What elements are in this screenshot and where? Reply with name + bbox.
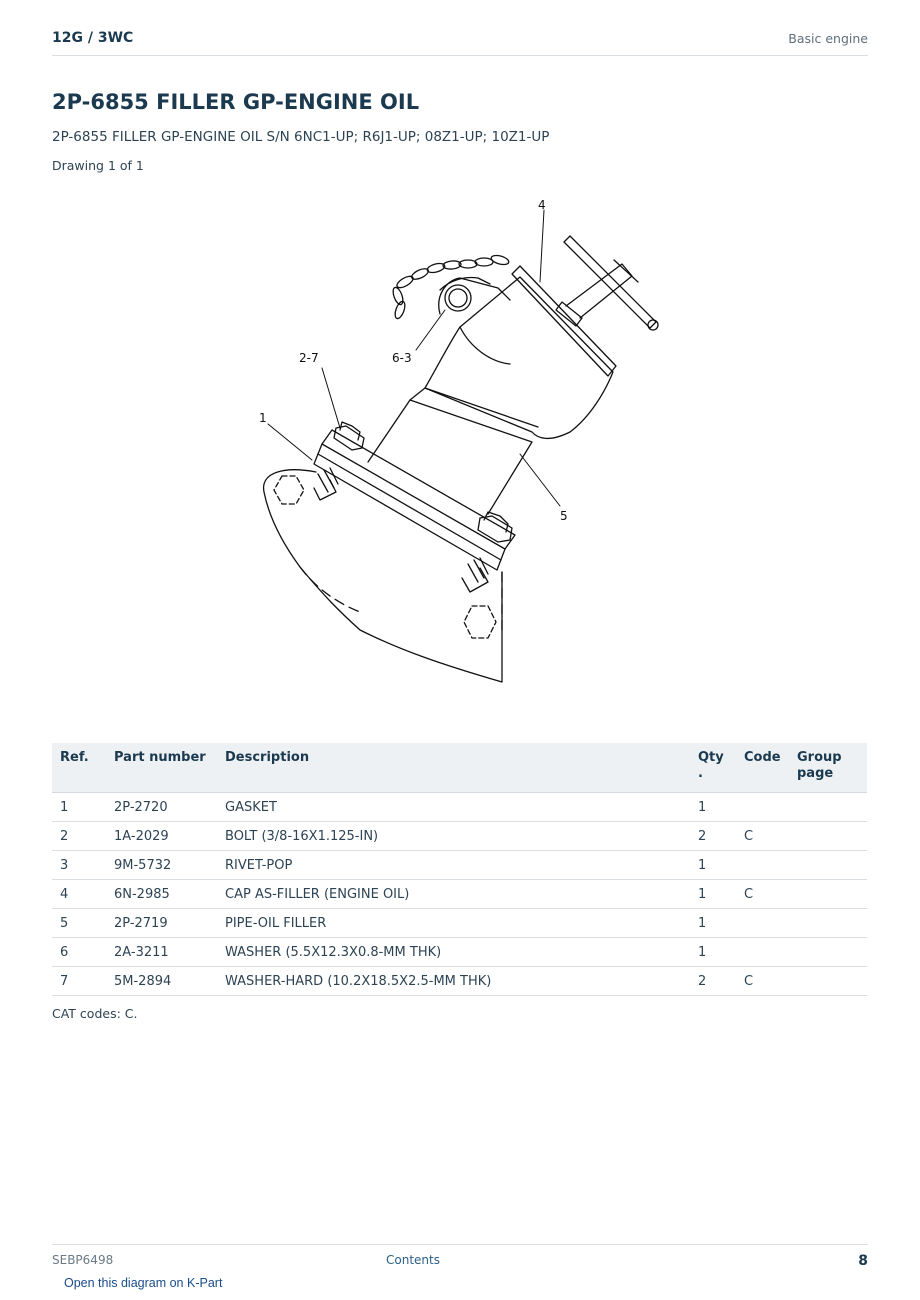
engine-block-outline [263, 469, 503, 683]
col-header-code: Code [736, 743, 789, 793]
cell-code: C [736, 821, 789, 851]
col-header-description: Description [217, 743, 690, 793]
callout-label-5: 5 [560, 509, 568, 523]
filler-pipe [367, 399, 533, 515]
col-header-part-number: Part number [106, 743, 217, 793]
bolt-left [313, 421, 365, 501]
cell-code: C [736, 966, 789, 996]
table-row: 6 2A-3211 WASHER (5.5X12.3X0.8-MM THK) 1 [52, 937, 867, 967]
cap-body-edge [459, 326, 511, 365]
callout-label-4: 4 [538, 198, 546, 212]
gasket-line [317, 453, 502, 561]
cell-ref: 7 [52, 966, 106, 996]
col-header-group-page: Group page [789, 743, 867, 793]
engine-block-dash [299, 566, 361, 613]
leader-lines [267, 209, 561, 507]
hex-boss [273, 475, 305, 505]
cell-code [736, 850, 789, 880]
cell-group-page [789, 879, 867, 909]
cat-codes-note: CAT codes: C. [52, 1006, 138, 1021]
cell-ref: 3 [52, 850, 106, 880]
cell-qty: 1 [690, 879, 736, 909]
page-subtitle: 2P-6855 FILLER GP-ENGINE OIL S/N 6NC1-UP… [52, 129, 550, 145]
cell-group-page [789, 821, 867, 851]
cell-description: WASHER-HARD (10.2X18.5X2.5-MM THK) [217, 966, 690, 996]
callout-label-1: 1 [259, 411, 267, 425]
table-row: 5 2P-2719 PIPE-OIL FILLER 1 [52, 908, 867, 938]
page-number: 8 [858, 1253, 868, 1269]
filler-diagram: 4 2-7 6-3 1 5 [259, 198, 659, 683]
cell-part-number: 2A-3211 [106, 937, 217, 967]
cell-group-page [789, 908, 867, 938]
cell-description: CAP AS-FILLER (ENGINE OIL) [217, 879, 690, 909]
cell-ref: 2 [52, 821, 106, 851]
cell-part-number: 1A-2029 [106, 821, 217, 851]
parts-table: Ref. Part number Description Qty . Code … [52, 743, 867, 996]
cell-part-number: 6N-2985 [106, 879, 217, 909]
section-label: Basic engine [788, 31, 868, 46]
model-label: 12G / 3WC [52, 30, 134, 46]
cell-code [736, 908, 789, 938]
cell-qty: 1 [690, 937, 736, 967]
cell-part-number: 5M-2894 [106, 966, 217, 996]
flange [321, 429, 516, 550]
cell-ref: 1 [52, 792, 106, 822]
cell-qty: 1 [690, 792, 736, 822]
cell-description: BOLT (3/8-16X1.125-IN) [217, 821, 690, 851]
cell-group-page [789, 850, 867, 880]
cell-description: GASKET [217, 792, 690, 822]
col-header-qty: Qty . [690, 743, 736, 793]
bolt-right [461, 511, 513, 593]
cell-code [736, 937, 789, 967]
document-number: SEBP6498 [52, 1253, 114, 1267]
cap-body [424, 276, 614, 440]
table-header-row: Ref. Part number Description Qty . Code … [52, 743, 867, 793]
cell-code: C [736, 879, 789, 909]
cap-rim [511, 265, 617, 377]
hex-boss [463, 605, 497, 639]
contents-link[interactable]: Contents [386, 1253, 440, 1267]
cell-part-number: 2P-2720 [106, 792, 217, 822]
chain [392, 254, 510, 320]
cell-group-page [789, 966, 867, 996]
table-row: 1 2P-2720 GASKET 1 [52, 792, 867, 822]
table-row: 4 6N-2985 CAP AS-FILLER (ENGINE OIL) 1 C [52, 879, 867, 909]
cell-code [736, 792, 789, 822]
cell-group-page [789, 937, 867, 967]
table-row: 2 1A-2029 BOLT (3/8-16X1.125-IN) 2 C [52, 821, 867, 851]
drawing-count: Drawing 1 of 1 [52, 158, 144, 173]
cell-ref: 6 [52, 937, 106, 967]
cell-ref: 4 [52, 879, 106, 909]
table-row: 3 9M-5732 RIVET-POP 1 [52, 850, 867, 880]
table-row: 7 5M-2894 WASHER-HARD (10.2X18.5X2.5-MM … [52, 966, 867, 996]
rivet-lug [438, 277, 511, 315]
col-header-ref: Ref. [52, 743, 106, 793]
callout-label-6-3: 6-3 [392, 351, 412, 365]
t-handle [555, 235, 659, 331]
open-kpart-link[interactable]: Open this diagram on K-Part [64, 1276, 223, 1290]
cell-part-number: 9M-5732 [106, 850, 217, 880]
cell-group-page [789, 792, 867, 822]
page-footer: SEBP6498 Contents 8 [52, 1244, 868, 1275]
page-title: 2P-6855 FILLER GP-ENGINE OIL [52, 90, 420, 114]
cell-qty: 2 [690, 966, 736, 996]
cell-description: PIPE-OIL FILLER [217, 908, 690, 938]
page-header: 12G / 3WC Basic engine [52, 28, 868, 56]
cell-description: WASHER (5.5X12.3X0.8-MM THK) [217, 937, 690, 967]
callout-label-2-7: 2-7 [299, 351, 319, 365]
cell-ref: 5 [52, 908, 106, 938]
cell-qty: 1 [690, 908, 736, 938]
cell-part-number: 2P-2719 [106, 908, 217, 938]
cell-qty: 1 [690, 850, 736, 880]
cell-description: RIVET-POP [217, 850, 690, 880]
cell-qty: 2 [690, 821, 736, 851]
